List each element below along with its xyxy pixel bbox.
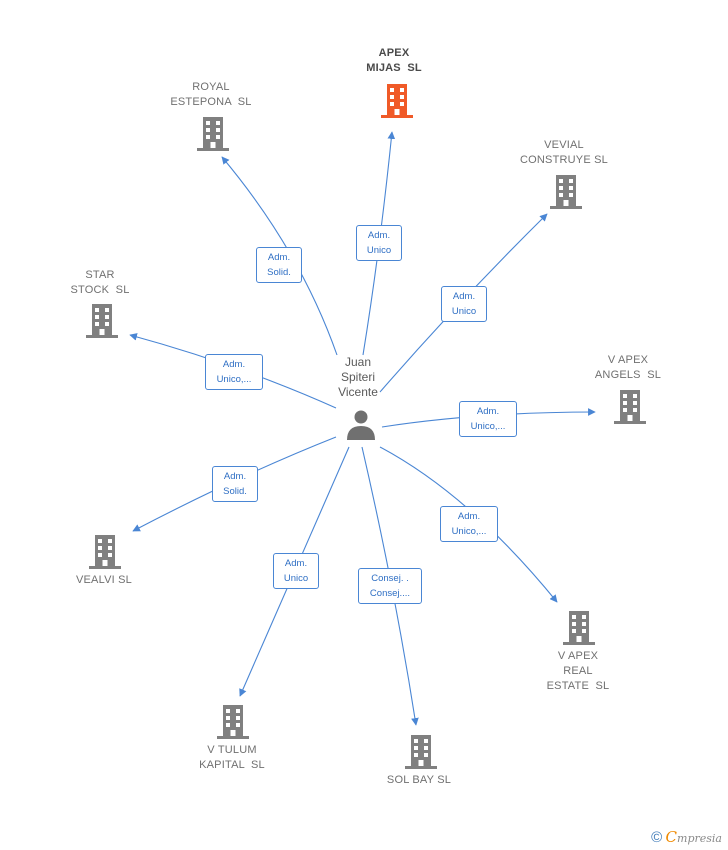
building-icon-royal[interactable] <box>197 117 229 156</box>
company-label-star[interactable]: STAR STOCK SL <box>70 269 130 296</box>
company-label-vealvi[interactable]: VEALVI SL <box>75 574 133 586</box>
company-label-vapexreal[interactable]: V APEX REAL ESTATE SL <box>546 650 610 692</box>
person-name[interactable]: Juan Spiteri Vicente <box>338 355 378 399</box>
copyright-symbol: © <box>651 829 663 846</box>
company-label-vapexangels[interactable]: V APEX ANGELS SL <box>594 354 662 381</box>
company-label-royal[interactable]: ROYAL ESTEPONA SL <box>170 81 252 108</box>
building-icon-vtulum[interactable] <box>217 705 249 744</box>
footer-brand: © Cmpresia <box>651 828 722 846</box>
building-icon-vealvi[interactable] <box>89 535 121 574</box>
edge-label-star[interactable]: Adm. Unico,... <box>205 354 263 390</box>
edge-label-vevial[interactable]: Adm. Unico <box>441 286 487 322</box>
company-label-solbay[interactable]: SOL BAY SL <box>386 774 452 786</box>
company-label-apex[interactable]: APEX MIJAS SL <box>366 47 422 74</box>
building-icon-vapexreal[interactable] <box>563 611 595 650</box>
edge-label-vealvi[interactable]: Adm. Solid. <box>212 466 258 502</box>
building-icon-vevial[interactable] <box>550 175 582 214</box>
edge-label-vapexreal[interactable]: Adm. Unico,... <box>440 506 498 542</box>
building-icon-apex[interactable] <box>381 84 413 123</box>
brand-logo: Cmpresia <box>666 828 722 846</box>
building-icon-solbay[interactable] <box>405 735 437 774</box>
edge-label-vapexangels[interactable]: Adm. Unico,... <box>459 401 517 437</box>
brand-text: mpresia <box>677 832 722 845</box>
edge-label-solbay[interactable]: Consej. . Consej.... <box>358 568 422 604</box>
brand-initial: C <box>665 828 678 846</box>
company-label-vtulum[interactable]: V TULUM KAPITAL SL <box>199 744 265 771</box>
building-icon-vapexangels[interactable] <box>614 390 646 429</box>
building-icon-star[interactable] <box>86 304 118 343</box>
person-icon <box>347 410 375 440</box>
company-label-vevial[interactable]: VEVIAL CONSTRUYE SL <box>520 139 608 166</box>
edge-label-vtulum[interactable]: Adm. Unico <box>273 553 319 589</box>
edge-label-royal[interactable]: Adm. Solid. <box>256 247 302 283</box>
edge-label-apex[interactable]: Adm. Unico <box>356 225 402 261</box>
